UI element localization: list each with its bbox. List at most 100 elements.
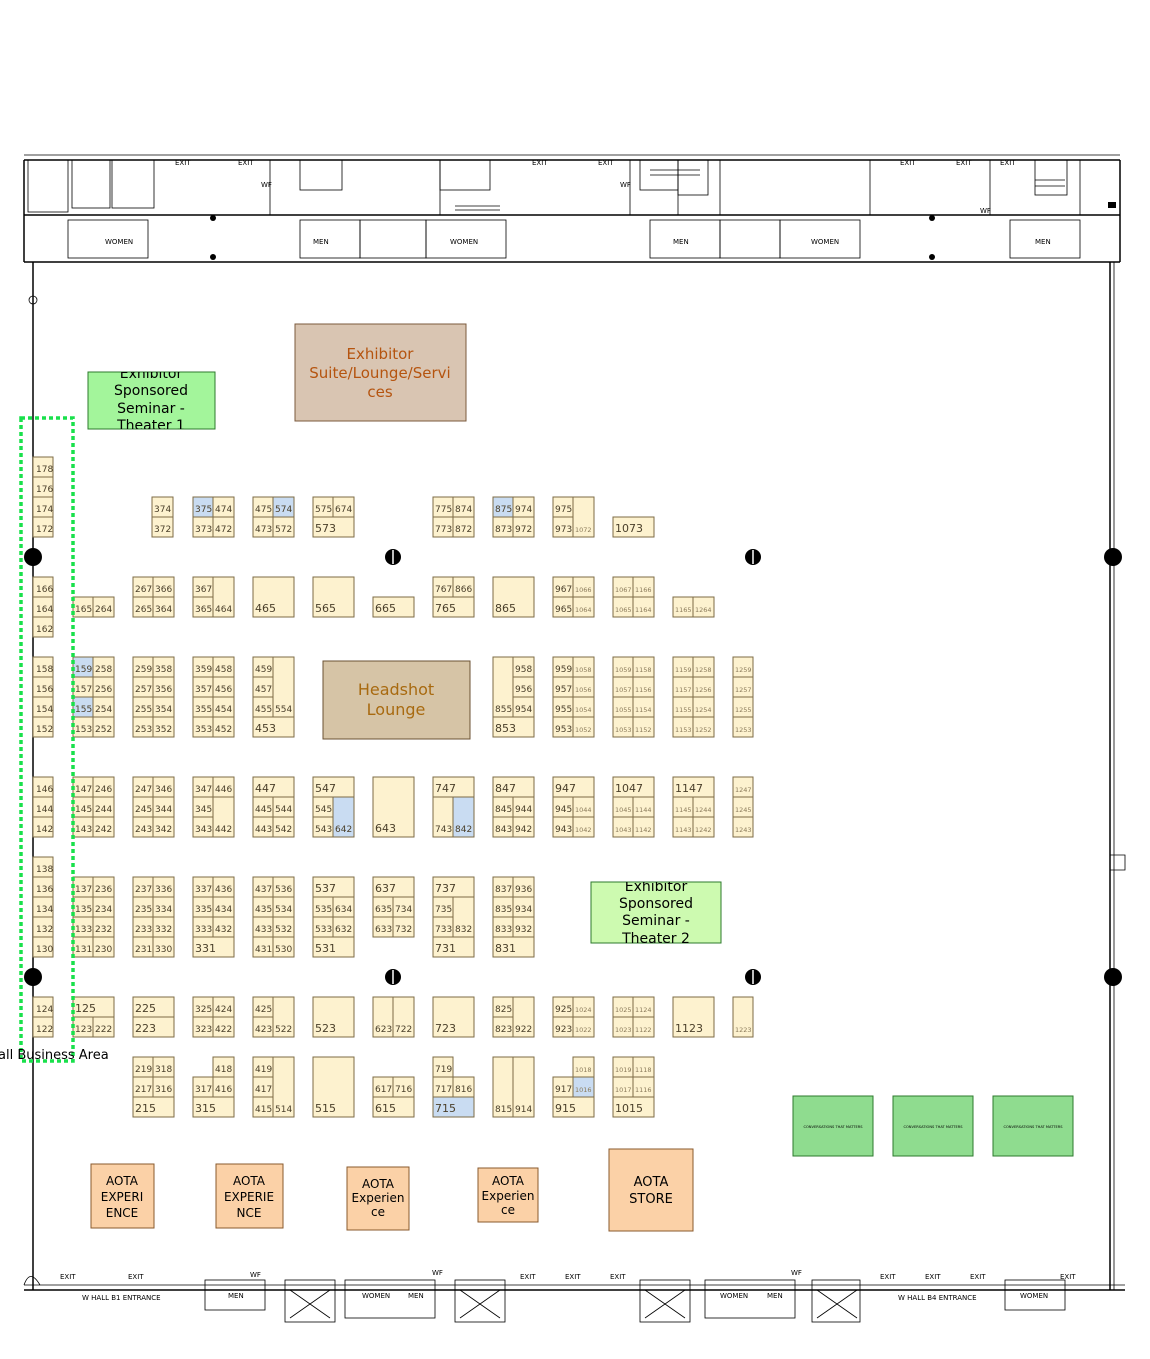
conversations-area[interactable]: CONVERSATIONS THAT MATTERS CONVERSATIONS… (792, 1095, 1074, 1157)
booth-1064[interactable]: 1064 (572, 596, 595, 618)
booth-1118[interactable]: 1118 (632, 1056, 655, 1078)
seminar-theater-2[interactable]: Exhibitor Sponsored Seminar - Theater 2 (590, 879, 722, 947)
booth-732[interactable]: 732 (392, 916, 415, 938)
booth-875[interactable]: 875 (492, 496, 514, 518)
booth-773[interactable]: 773 (432, 516, 454, 538)
booth-932[interactable]: 932 (512, 916, 535, 938)
booth-255[interactable]: 255 (132, 696, 154, 718)
booth-1045[interactable]: 1045 (612, 796, 634, 818)
booth-944[interactable]: 944 (512, 796, 535, 818)
booth-257[interactable]: 257 (132, 676, 154, 698)
booth-734[interactable]: 734 (392, 896, 415, 918)
booth-352[interactable]: 352 (152, 716, 175, 738)
booth-515[interactable]: 515 (312, 1056, 355, 1118)
booth-832[interactable]: 832 (452, 896, 475, 938)
booth-458[interactable]: 458 (212, 656, 235, 678)
booth-874[interactable]: 874 (452, 496, 475, 518)
booth-132[interactable]: 132 (32, 916, 54, 938)
booth-454[interactable]: 454 (212, 696, 235, 718)
booth-147[interactable]: 147 (72, 776, 94, 798)
booth-514[interactable]: 514 (272, 1056, 295, 1118)
booth-842[interactable]: 842 (452, 796, 475, 838)
booth-1015[interactable]: 1015 (612, 1096, 655, 1118)
booth-542[interactable]: 542 (272, 816, 295, 838)
booth-1059[interactable]: 1059 (612, 656, 634, 678)
booth-372[interactable]: 372 (151, 516, 174, 538)
booth-223[interactable]: 223 (132, 1016, 175, 1038)
booth-473[interactable]: 473 (252, 516, 274, 538)
booth-472[interactable]: 472 (212, 516, 235, 538)
booth-722[interactable]: 722 (392, 996, 415, 1038)
booth-1056[interactable]: 1056 (572, 676, 595, 698)
booth-617[interactable]: 617 (372, 1076, 394, 1098)
booth-446[interactable]: 446 (212, 776, 235, 798)
booth-157[interactable]: 157 (72, 676, 94, 698)
booth-959[interactable]: 959 (552, 656, 574, 678)
booth-1043[interactable]: 1043 (612, 816, 634, 838)
booth-346[interactable]: 346 (152, 776, 175, 798)
booth-247[interactable]: 247 (132, 776, 154, 798)
booth-254[interactable]: 254 (92, 696, 115, 718)
booth-1156[interactable]: 1156 (632, 676, 655, 698)
booth-146[interactable]: 146 (32, 776, 54, 798)
booth-344[interactable]: 344 (152, 796, 175, 818)
booth-733[interactable]: 733 (432, 916, 454, 938)
booth-237[interactable]: 237 (132, 876, 154, 898)
booth-953[interactable]: 953 (552, 716, 574, 738)
aota-experience-1[interactable]: AOTA EXPERI ENCE (90, 1163, 155, 1229)
booth-452[interactable]: 452 (212, 716, 235, 738)
booth-159[interactable]: 159 (72, 656, 94, 678)
booth-431[interactable]: 431 (252, 936, 274, 958)
booth-125[interactable]: 125 (72, 996, 115, 1018)
booth-424[interactable]: 424 (212, 996, 235, 1018)
booth-354[interactable]: 354 (152, 696, 175, 718)
booth-433[interactable]: 433 (252, 916, 274, 938)
booth-155[interactable]: 155 (72, 696, 94, 718)
booth-1147[interactable]: 1147 (672, 776, 715, 798)
booth-775[interactable]: 775 (432, 496, 454, 518)
booth-1242[interactable]: 1242 (692, 816, 715, 838)
booth-375[interactable]: 375 (192, 496, 214, 518)
booth-574[interactable]: 574 (272, 496, 295, 518)
booth-418[interactable]: 418 (212, 1056, 235, 1078)
booth-244[interactable]: 244 (92, 796, 115, 818)
booth-330[interactable]: 330 (152, 936, 175, 958)
booth-162[interactable]: 162 (32, 616, 54, 638)
booth-1223[interactable]: 1223 (732, 996, 754, 1038)
booth-735[interactable]: 735 (432, 896, 454, 918)
booth-1072[interactable]: 1072 (572, 496, 595, 538)
booth-335[interactable]: 335 (192, 896, 214, 918)
booth-547[interactable]: 547 (312, 776, 355, 798)
booth-174[interactable]: 174 (32, 496, 54, 518)
booth-135[interactable]: 135 (72, 896, 94, 918)
booth-554[interactable]: 554 (272, 656, 295, 718)
booth-865[interactable]: 865 (492, 576, 535, 618)
booth-225[interactable]: 225 (132, 996, 175, 1018)
booth-536[interactable]: 536 (272, 876, 295, 898)
booth-258[interactable]: 258 (92, 656, 115, 678)
booth-872[interactable]: 872 (452, 516, 475, 538)
booth-522[interactable]: 522 (272, 996, 295, 1038)
booth-331[interactable]: 331 (192, 936, 235, 958)
booth-637[interactable]: 637 (372, 876, 415, 898)
booth-133[interactable]: 133 (72, 916, 94, 938)
aota-experience-2[interactable]: AOTA EXPERIE NCE (215, 1163, 284, 1229)
booth-317[interactable]: 317 (192, 1076, 214, 1098)
booth-523[interactable]: 523 (312, 996, 355, 1038)
booth-144[interactable]: 144 (32, 796, 54, 818)
booth-914[interactable]: 914 (512, 1056, 535, 1118)
booth-232[interactable]: 232 (92, 916, 115, 938)
booth-356[interactable]: 356 (152, 676, 175, 698)
booth-134[interactable]: 134 (32, 896, 54, 918)
seminar-theater-1[interactable]: Exhibitor Sponsored Seminar - Theater 1 (87, 366, 216, 434)
booth-1023[interactable]: 1023 (612, 1016, 634, 1038)
booth-464[interactable]: 464 (212, 576, 235, 618)
booth-936[interactable]: 936 (512, 876, 535, 898)
booth-1019[interactable]: 1019 (612, 1056, 634, 1078)
booth-315[interactable]: 315 (192, 1096, 235, 1118)
booth-1054[interactable]: 1054 (572, 696, 595, 718)
booth-565[interactable]: 565 (312, 576, 355, 618)
booth-252[interactable]: 252 (92, 716, 115, 738)
booth-1159[interactable]: 1159 (672, 656, 694, 678)
booth-873[interactable]: 873 (492, 516, 514, 538)
